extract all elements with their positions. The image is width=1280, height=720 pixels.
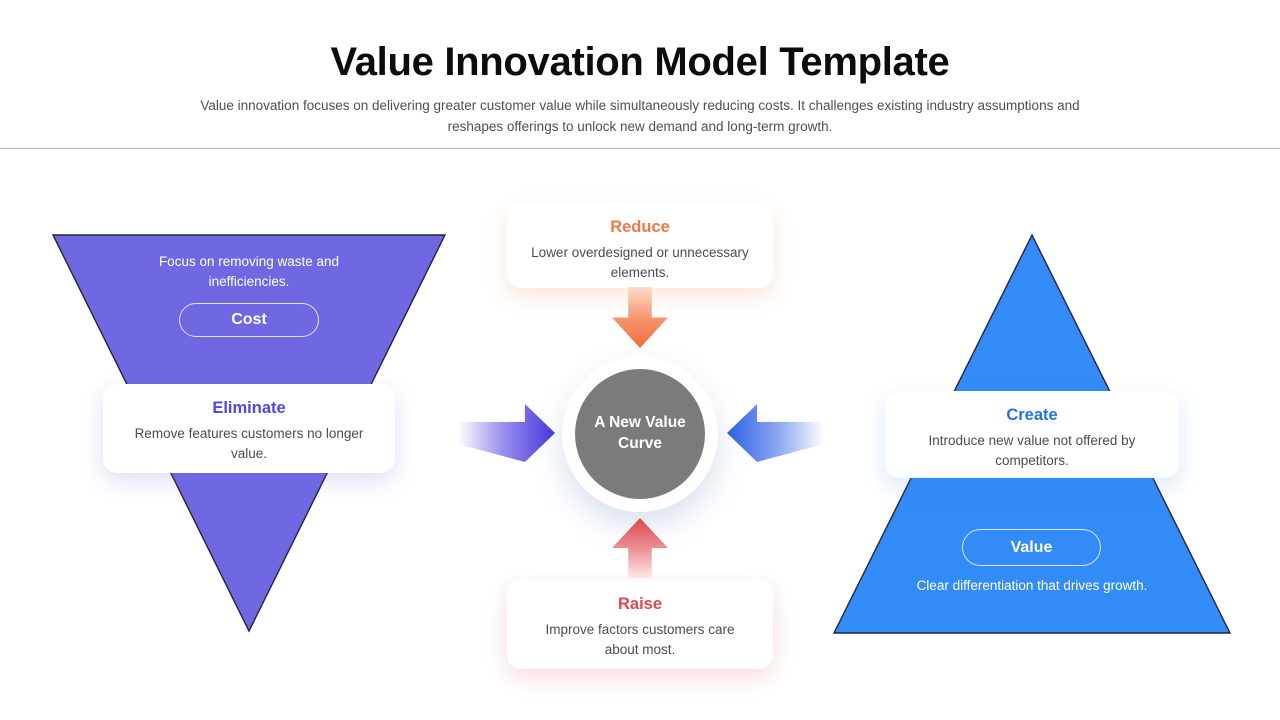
reduce-card-body: Lower overdesigned or unnecessary elemen… [531, 245, 749, 280]
right-converging-arrow-icon [727, 404, 824, 462]
create-card: Create Introduce new value not offered b… [885, 391, 1179, 478]
down-arrow-icon [612, 287, 668, 348]
create-card-body: Introduce new value not offered by compe… [928, 433, 1136, 468]
reduce-card: Reduce Lower overdesigned or unnecessary… [507, 203, 773, 288]
cost-triangle-label: Focus on removing waste and inefficienci… [158, 254, 340, 290]
raise-card: Raise Improve factors customers care abo… [507, 580, 773, 669]
eliminate-card: Eliminate Remove features customers no l… [103, 384, 395, 473]
create-card-title: Create [1006, 406, 1058, 424]
hub-label: A New Value Curve [594, 414, 686, 452]
raise-card-body: Improve factors customers care about mos… [545, 622, 735, 657]
left-converging-arrow-icon [458, 404, 555, 462]
eliminate-card-title: Eliminate [212, 399, 286, 417]
cost-pill-label: Cost [231, 311, 267, 328]
header: Value Innovation Model Template Value in… [0, 40, 1280, 138]
cost-pill: Cost [179, 303, 319, 337]
page-subtitle: Value innovation focuses on delivering g… [200, 98, 1080, 134]
raise-card-title: Raise [617, 595, 663, 613]
page-title: Value Innovation Model Template [330, 40, 950, 84]
value-pill-label: Value [1010, 538, 1053, 556]
eliminate-card-body: Remove features customers no longer valu… [134, 426, 364, 461]
value-pill: Value [962, 529, 1101, 566]
reduce-card-title: Reduce [610, 218, 670, 236]
header-divider [0, 148, 1280, 149]
hub-circle: A New Value Curve [575, 369, 705, 499]
value-triangle-label: Clear differentiation that drives growth… [916, 578, 1148, 593]
up-arrow-icon [612, 518, 668, 578]
